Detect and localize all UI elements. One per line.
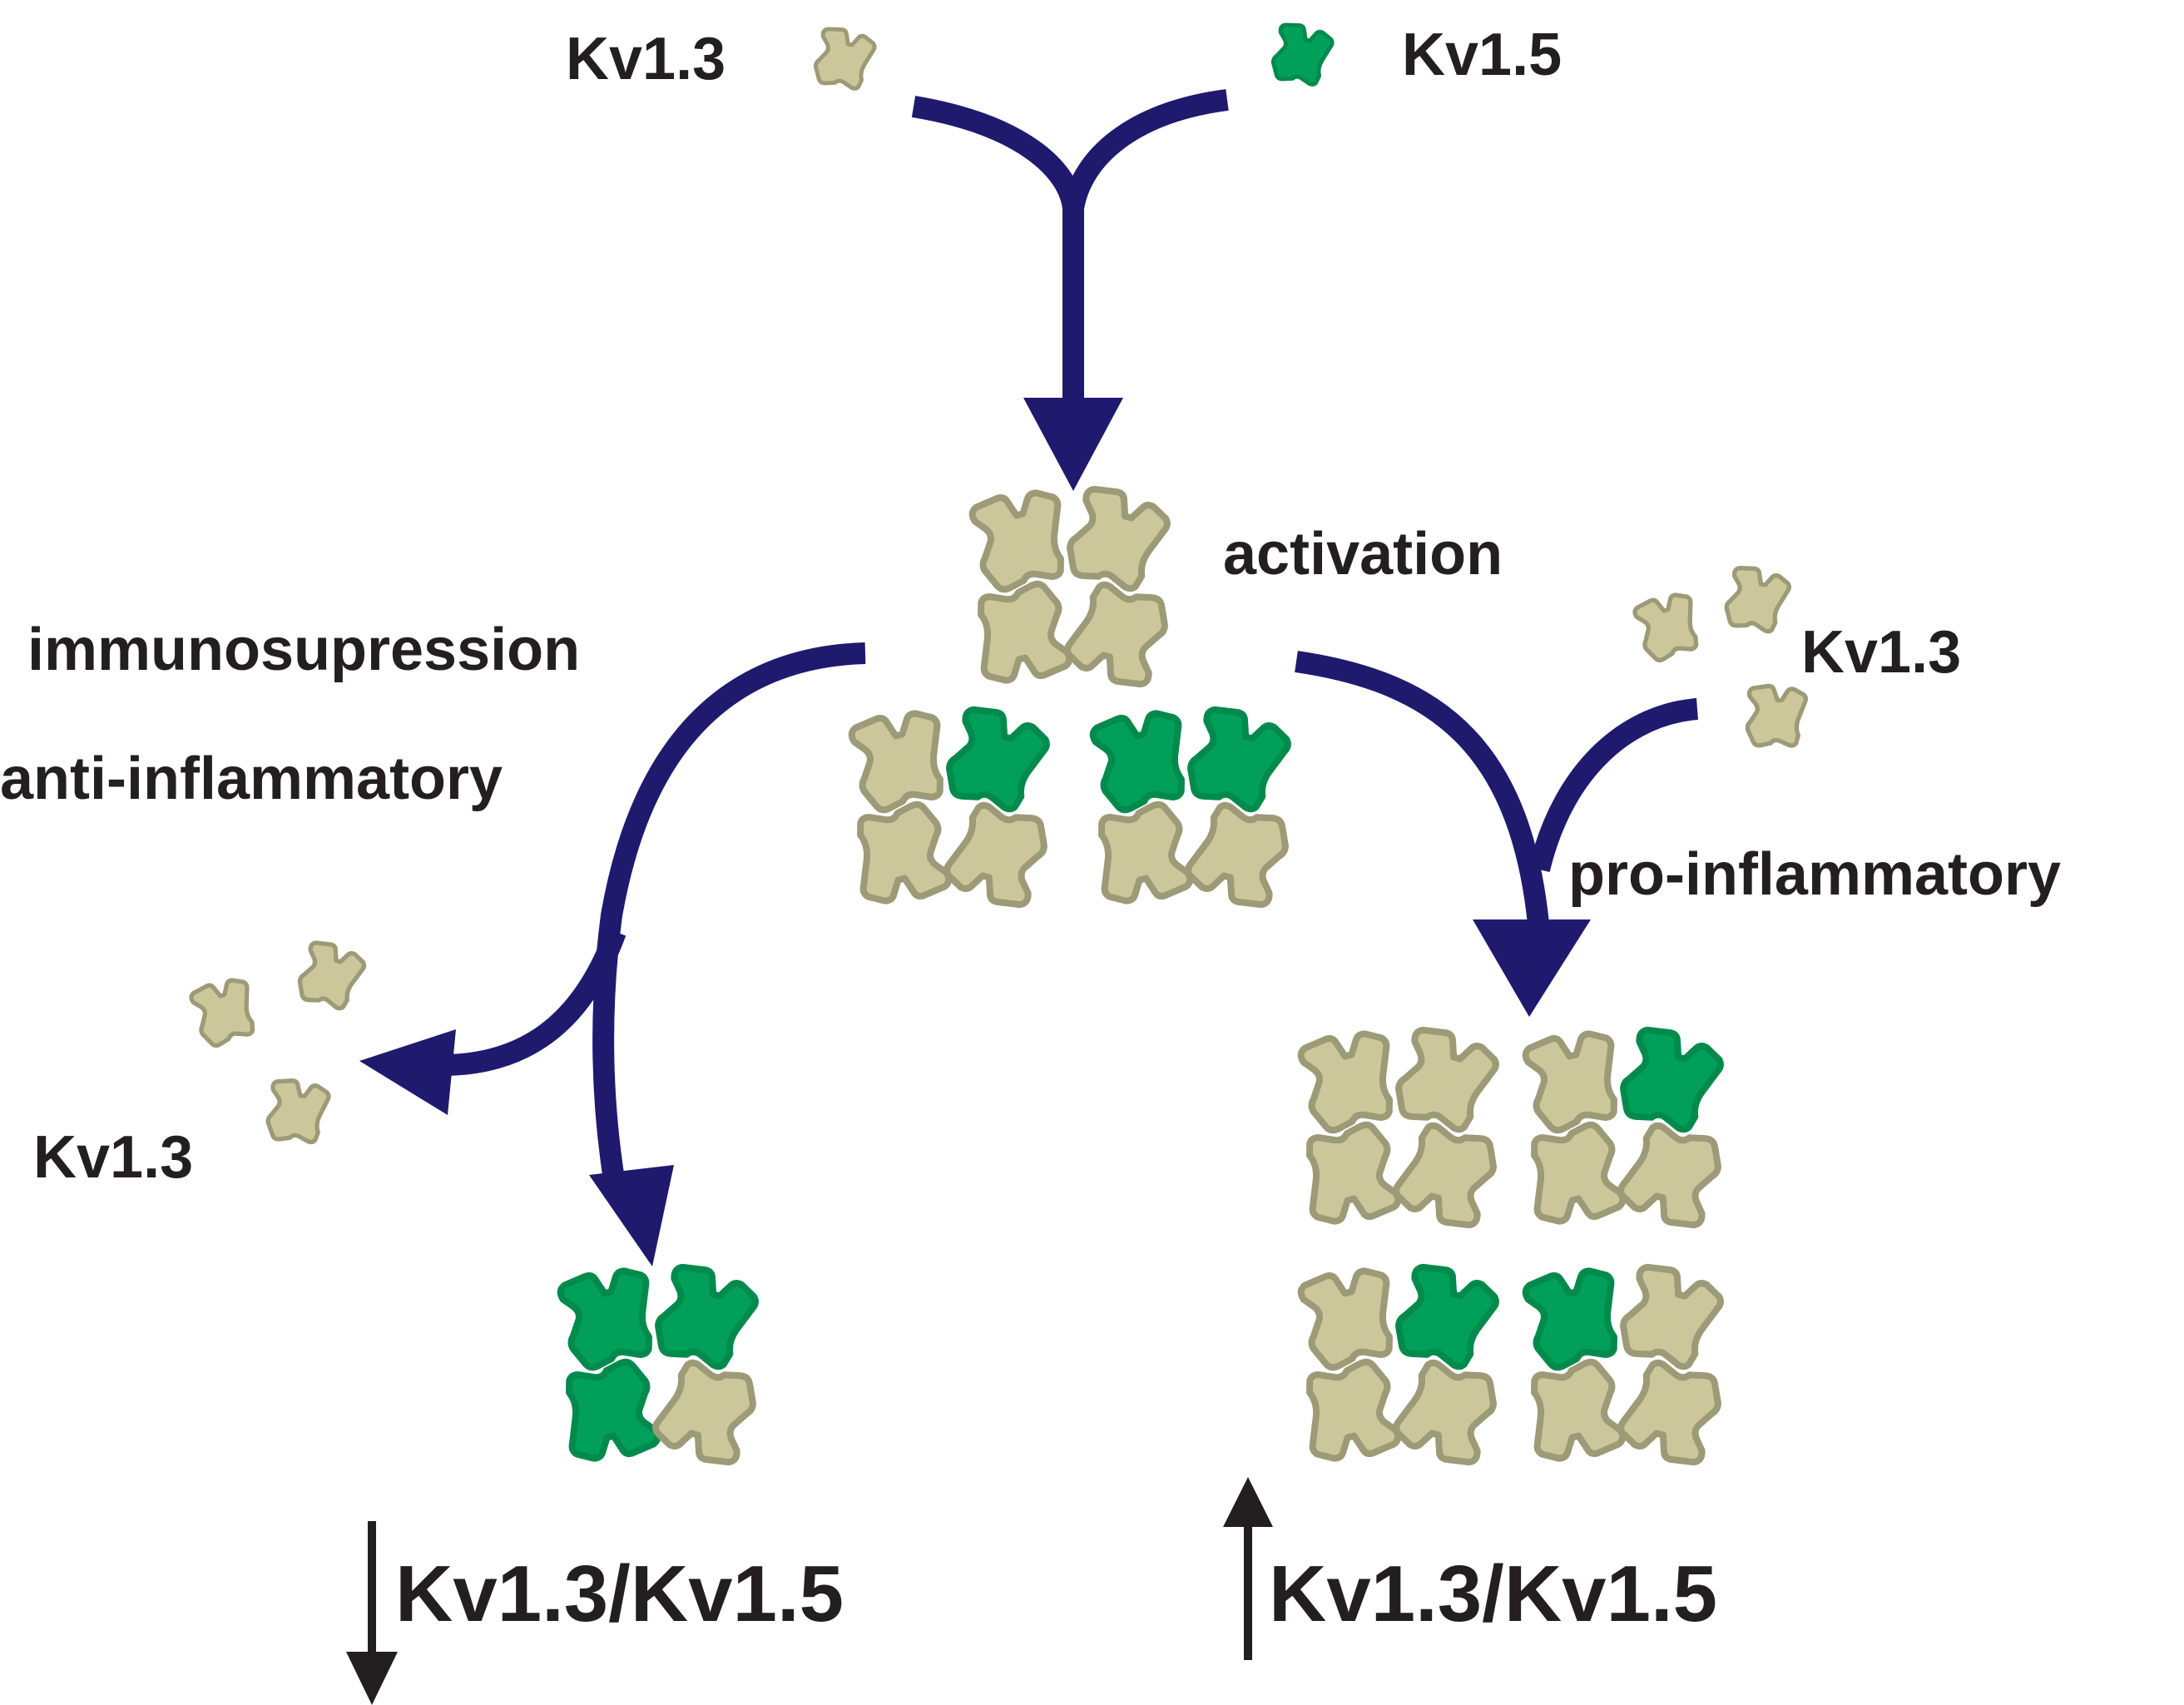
label-anti-inflammatory: anti-inflammatory [0, 746, 503, 812]
kv15-subunit [1184, 704, 1293, 814]
kv15-subunit [1520, 1261, 1629, 1371]
kv15-free-subunit-top [1270, 22, 1334, 87]
kv13-subunit [1617, 1261, 1726, 1371]
arrows [436, 89, 1699, 1192]
tetramer-right-result-3 [1295, 1261, 1501, 1468]
arrowheads [359, 398, 1591, 1266]
kv13-subunit [651, 1357, 760, 1467]
ratio-arrows [346, 1477, 1273, 1705]
kv13-subunit [1616, 1357, 1725, 1467]
kv13-subunit [1616, 1120, 1725, 1230]
kv13-subunit [1392, 1024, 1501, 1134]
ratio-up-arrowhead [1223, 1477, 1273, 1527]
kv13-free-subunit-right-1 [1631, 587, 1706, 663]
kv13-free-subunit-right-2 [1724, 565, 1791, 634]
kv13-subunit [1183, 800, 1292, 909]
kv13-subunit [1519, 1121, 1628, 1231]
kv13-subunit [1520, 1024, 1629, 1134]
kv13-subunit [1295, 1024, 1404, 1134]
label-activation: activation [1223, 521, 1503, 587]
left-arrow-main [592, 642, 866, 1192]
kv13-subunit [1519, 1358, 1628, 1468]
label-ratio-up: Kv1.3/Kv1.5 [1269, 1549, 1717, 1638]
ratio-down-arrowhead [346, 1652, 398, 1705]
kv13-subunit [967, 483, 1076, 593]
kv15-subunit [1617, 1024, 1726, 1134]
kv15-subunit [1087, 704, 1196, 814]
kv13-subunit [1063, 483, 1172, 593]
merge-arrow-left-branch [911, 96, 1084, 211]
label-kv13-left: Kv1.3 [33, 1124, 193, 1191]
tetramer-center-1-kv15 [845, 704, 1052, 910]
merge-arrow-right-branch [1062, 89, 1229, 211]
kv13-subunit [1087, 800, 1196, 910]
kv13-free-subunit-left-2 [295, 939, 367, 1012]
kv13-free-subunit-left-3 [266, 1078, 329, 1142]
right-arrow-main [1295, 651, 1550, 934]
kv15-subunit [651, 1261, 760, 1371]
right-arrow-incoming [1528, 698, 1699, 873]
kv13-subunit [846, 704, 955, 814]
tetramer-left-result [554, 1261, 760, 1468]
merge-arrowhead [1023, 398, 1123, 491]
kv13-subunit [1062, 579, 1171, 689]
labels: Kv1.3 Kv1.5 activation immunosupression … [0, 22, 2061, 1638]
label-ratio-down: Kv1.3/Kv1.5 [395, 1549, 844, 1638]
kv13-subunit [1295, 1121, 1404, 1231]
tetramer-right-result-2 [1519, 1024, 1726, 1231]
kv15-subunit [554, 1358, 663, 1468]
kv13-subunit [966, 580, 1075, 690]
kv15-subunit [555, 1261, 664, 1371]
left-side-arrowhead [359, 1029, 456, 1115]
right-down-arrowhead [1473, 919, 1591, 1017]
kv13-subunit [1295, 1358, 1404, 1468]
tetramer-center-homomeric-kv13 [966, 483, 1172, 690]
label-pro-inflammatory: pro-inflammatory [1568, 841, 2061, 908]
kv13-subunit [845, 800, 954, 910]
tetramer-center-2-kv15 [1087, 704, 1293, 910]
kv13-free-subunit-top [813, 26, 876, 91]
label-immunosupression: immunosupression [27, 617, 580, 683]
kv13-subunit [1295, 1261, 1404, 1371]
kv13-free-subunit-right-3 [1747, 686, 1805, 746]
label-kv13-top: Kv1.3 [566, 26, 726, 92]
kv15-subunit [943, 704, 1052, 814]
kv15-subunit [1392, 1261, 1501, 1371]
kv13-free-subunit-left-1 [187, 973, 262, 1048]
kv13-subunit [942, 800, 1051, 909]
kv13-subunit [1391, 1357, 1500, 1467]
label-kv15-top: Kv1.5 [1402, 22, 1562, 88]
left-down-arrowhead [589, 1165, 674, 1266]
tetramer-right-result-1 [1295, 1024, 1501, 1231]
tetramer-right-result-4 [1519, 1261, 1726, 1468]
left-arrow-branch [436, 928, 626, 1077]
kv13-subunit [1391, 1120, 1500, 1230]
label-kv13-right: Kv1.3 [1801, 619, 1961, 686]
